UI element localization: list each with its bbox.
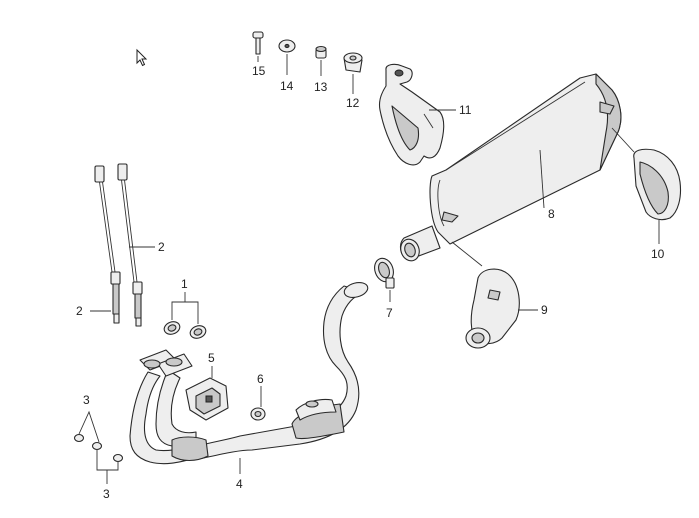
part-5-valve-box[interactable] xyxy=(185,366,229,421)
callout-3-upper: 3 xyxy=(83,393,90,407)
part-10-end-cap[interactable] xyxy=(611,127,682,244)
part-14-washer[interactable] xyxy=(278,39,296,75)
part-8-muffler[interactable] xyxy=(398,73,622,263)
callout-2-lower: 2 xyxy=(76,304,83,318)
callout-8: 8 xyxy=(548,207,555,221)
callout-11: 11 xyxy=(459,103,472,117)
part-11-muffler-bracket[interactable] xyxy=(378,63,456,166)
callout-6: 6 xyxy=(257,372,264,386)
part-2-lambda-sensor-left[interactable] xyxy=(90,165,121,324)
part-12-grommet[interactable] xyxy=(343,52,363,94)
callout-12: 12 xyxy=(346,96,360,110)
callout-4: 4 xyxy=(236,477,243,491)
callout-15: 15 xyxy=(252,64,266,78)
callout-9: 9 xyxy=(541,303,548,317)
part-2-lambda-sensor-right[interactable] xyxy=(117,163,155,327)
part-13-spacer[interactable] xyxy=(315,45,327,77)
callout-3-lower: 3 xyxy=(103,487,110,501)
part-9-heat-shield[interactable] xyxy=(451,241,538,349)
part-4-exhaust-manifold[interactable] xyxy=(129,280,369,474)
callout-10: 10 xyxy=(651,247,665,261)
callout-13: 13 xyxy=(314,80,328,94)
part-15-screw[interactable] xyxy=(252,31,264,62)
part-7-clamp[interactable] xyxy=(371,256,396,302)
callout-5: 5 xyxy=(208,351,215,365)
callout-7: 7 xyxy=(386,306,393,320)
part-6-plug[interactable] xyxy=(250,386,266,421)
callout-1: 1 xyxy=(181,277,188,291)
callout-14: 14 xyxy=(280,79,294,93)
callout-2-upper: 2 xyxy=(158,240,165,254)
mouse-pointer-icon xyxy=(136,48,148,67)
part-3-bolts[interactable] xyxy=(73,410,124,484)
part-1-gaskets[interactable] xyxy=(162,292,207,340)
